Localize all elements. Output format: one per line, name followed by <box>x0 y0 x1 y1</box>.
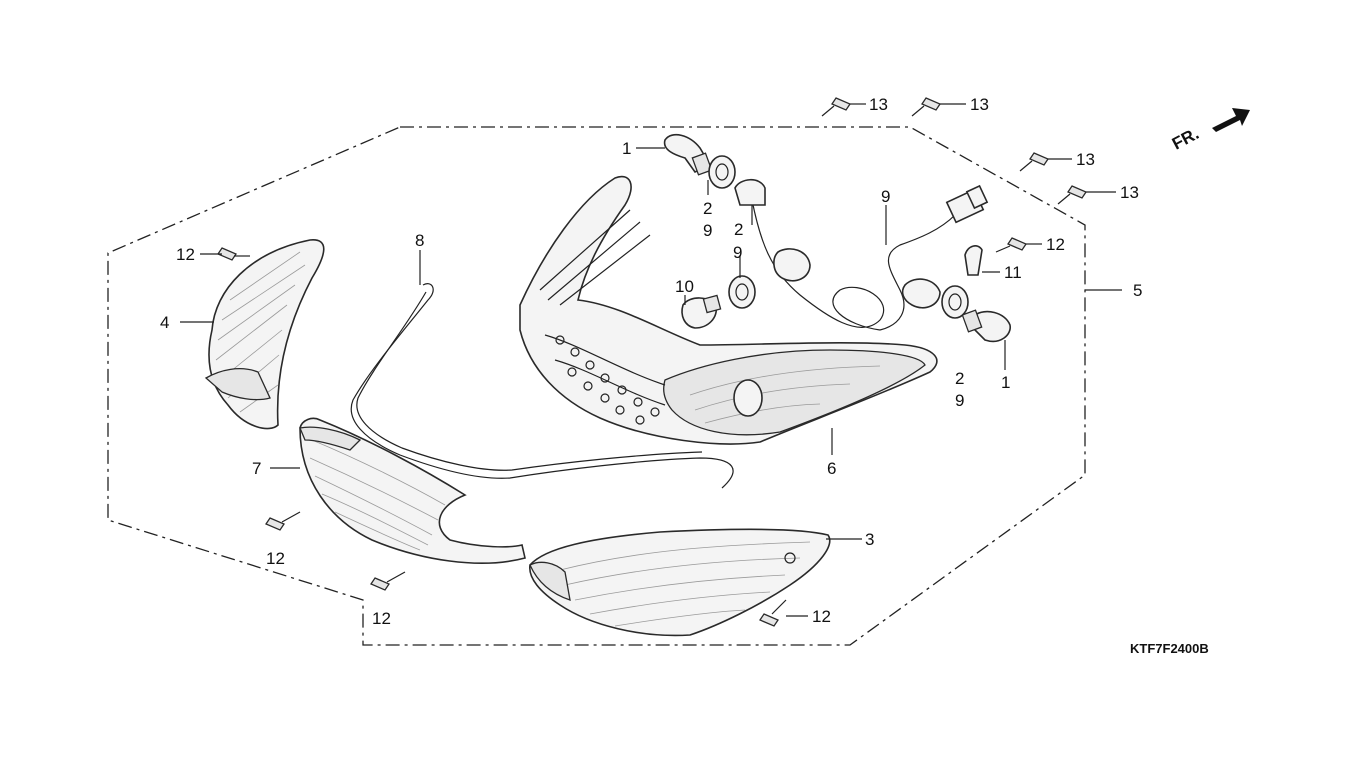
callout-12-lower-middle: 12 <box>372 609 391 628</box>
part-1-bulb-left <box>663 133 713 176</box>
callout-4: 4 <box>160 313 169 332</box>
callout-12-lower-left: 12 <box>266 549 285 568</box>
screw-12-top-left <box>217 247 250 261</box>
callout-12-right: 12 <box>1046 235 1065 254</box>
callout-9-d: 9 <box>955 391 964 410</box>
callout-6: 6 <box>827 459 836 478</box>
screw-13d <box>1057 185 1087 205</box>
screw-13a <box>821 97 851 117</box>
diagram-code: KTF7F2400B <box>1130 641 1209 656</box>
callout-2-a: 2 <box>703 199 712 218</box>
part-1-bulb-right <box>961 309 1011 343</box>
callout-9-a: 9 <box>703 221 712 240</box>
part-10-bulb <box>681 294 722 329</box>
screw-13c <box>1019 152 1049 172</box>
front-arrow-icon <box>1212 108 1250 132</box>
callout-5: 5 <box>1133 281 1142 300</box>
screw-12-lower-left <box>265 511 301 531</box>
callout-8: 8 <box>415 231 424 250</box>
screw-12-lower-right <box>759 599 787 627</box>
leader-lines <box>180 103 1122 617</box>
part-7-lower-lens <box>299 417 526 564</box>
front-direction-label: FR. <box>1169 124 1202 154</box>
callout-11: 11 <box>1004 263 1022 282</box>
callout-13-b: 13 <box>970 95 989 114</box>
part-6-taillight-housing <box>519 175 938 445</box>
callout-2-c: 2 <box>955 369 964 388</box>
callout-12-top-left: 12 <box>176 245 195 264</box>
callout-9-c: 9 <box>881 187 890 206</box>
socket-right <box>901 278 941 309</box>
part-2-grommet-b <box>728 275 756 309</box>
part-2-grommet-c <box>941 285 969 319</box>
socket-center <box>773 248 811 282</box>
part-11-clip <box>964 245 983 276</box>
screw-12-right <box>995 237 1027 253</box>
callout-13-a: 13 <box>869 95 888 114</box>
part-2-grommet-a <box>708 155 736 189</box>
part-3-side-lens <box>529 528 831 637</box>
led-dots <box>555 335 660 425</box>
screw-12-lower-middle <box>370 571 406 591</box>
callout-13-d: 13 <box>1120 183 1139 202</box>
part-9-wire-harness <box>734 178 989 331</box>
callout-2-b: 2 <box>734 220 743 239</box>
assembly-boundary <box>107 126 1086 646</box>
callout-13-c: 13 <box>1076 150 1095 169</box>
screw-13b <box>911 97 941 117</box>
callout-1-right: 1 <box>1001 373 1010 392</box>
callout-labels: 1 1 2 2 2 3 4 5 6 7 8 9 9 9 9 10 11 12 1… <box>160 95 1142 628</box>
part-4-side-lens <box>204 239 325 430</box>
part-8-gasket <box>350 283 734 489</box>
callout-7: 7 <box>252 459 261 478</box>
socket-left <box>734 178 766 225</box>
callout-3: 3 <box>865 530 874 549</box>
callout-1-left: 1 <box>622 139 631 158</box>
callout-10: 10 <box>675 277 694 296</box>
callout-12-lower-right: 12 <box>812 607 831 626</box>
callout-9-b: 9 <box>733 243 742 262</box>
front-direction-indicator: FR. <box>1169 108 1250 154</box>
